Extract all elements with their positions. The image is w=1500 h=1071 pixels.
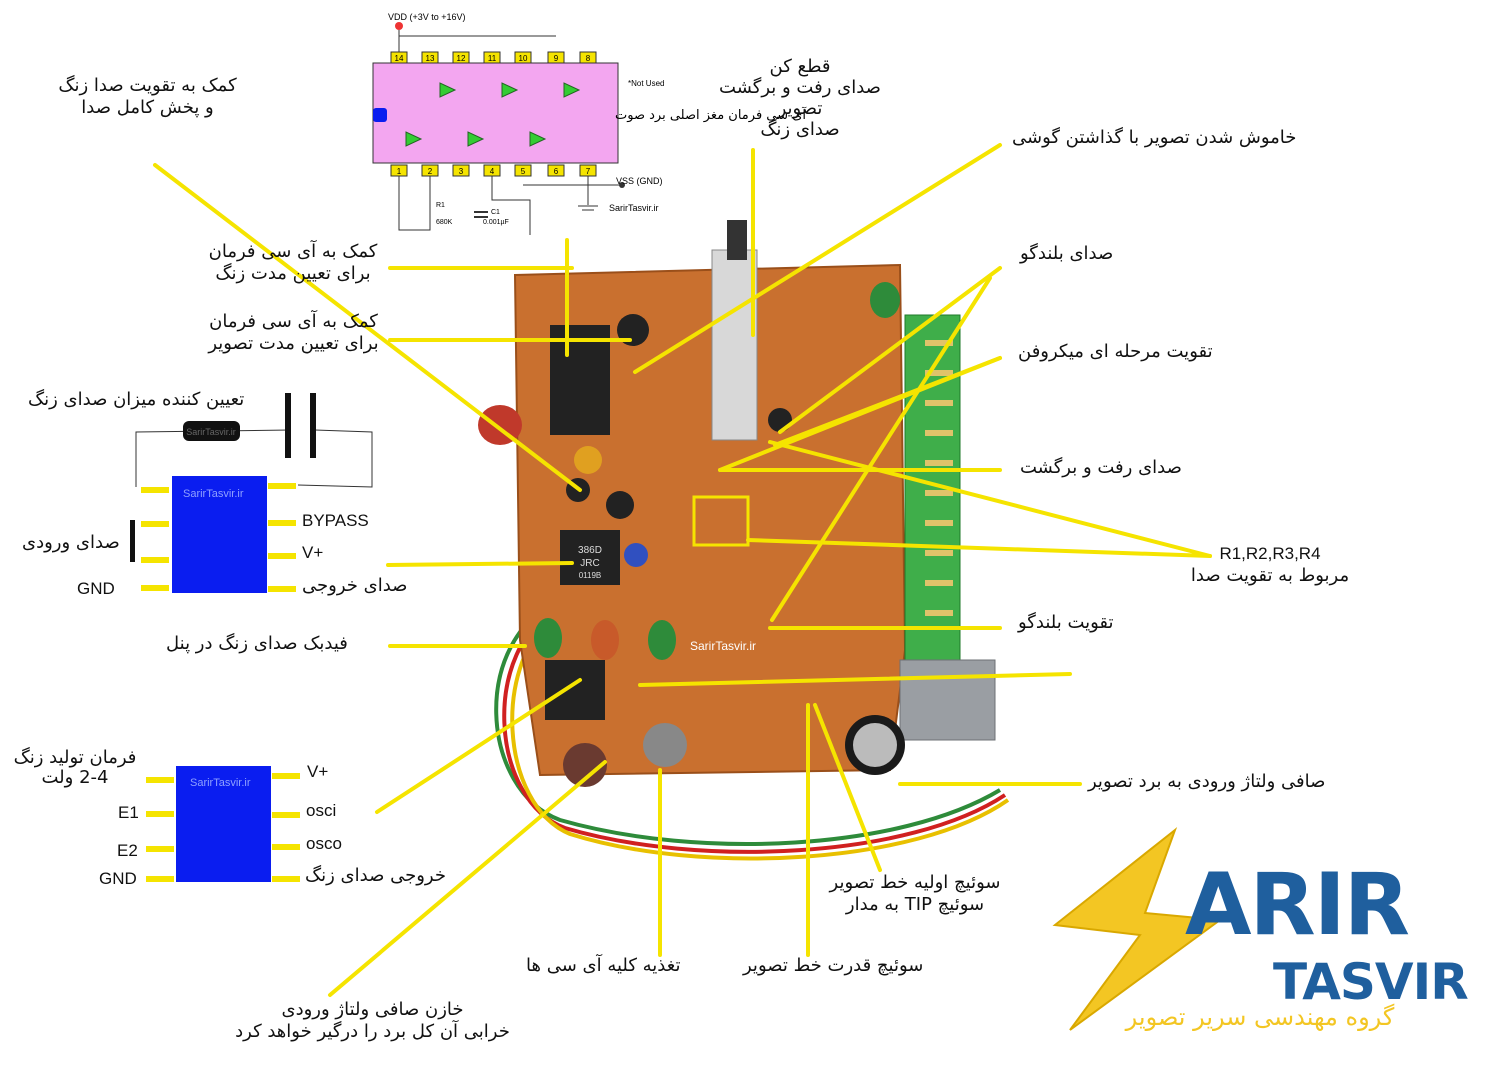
pin-6: 6 — [554, 167, 559, 176]
amp-pin-4 — [141, 585, 169, 591]
amp-pin-2 — [141, 521, 169, 527]
ring-pin-2 — [146, 811, 174, 817]
amp-pin-8 — [268, 483, 296, 489]
ring-osco-label: osco — [306, 834, 342, 853]
ring-gnd-label: GND — [99, 869, 137, 888]
logo-tagline: گروه مهندسی سریر تصویر — [1125, 1003, 1395, 1031]
pin-3: 3 — [459, 167, 464, 176]
ring-ic-watermark: SarirTasvir.ir — [190, 777, 251, 789]
not-used-note: *Not Used — [628, 79, 664, 88]
ic-amp — [560, 530, 620, 585]
logo-line2: TASVIR — [1273, 953, 1469, 1011]
label-ic-supply: تغذیه کلیه آی سی ها — [526, 955, 681, 976]
vdd-label: VDD (+3V to +16V) — [388, 12, 466, 22]
label-duplex-sound: صدای رفت و برگشت — [1020, 457, 1182, 478]
label-speaker-amp: تقویت بلندگو — [1018, 612, 1114, 633]
logo-line1: ARIR — [1185, 855, 1410, 955]
ic-marking-2: JRC — [580, 558, 599, 569]
label-input-filter: صافی ولتاژ ورودی به برد تصویر — [1088, 771, 1326, 792]
label-panel-feedback: فیدبک صدای زنگ در پنل — [166, 633, 348, 654]
r1-label: R1 — [436, 202, 445, 209]
ring-pin-7 — [272, 812, 300, 818]
amp-pin-1 — [141, 487, 169, 493]
sarir-tasvir-logo: ARIR TASVIR گروه مهندسی سریر تصویر — [1045, 825, 1475, 1045]
ring-vplus-label: V+ — [307, 762, 329, 781]
label-mic-stage: تقویت مرحله ای میکروفن — [1018, 341, 1213, 362]
pin-14: 14 — [395, 54, 404, 63]
r1-value: 680K — [436, 219, 453, 226]
pin-13: 13 — [426, 54, 435, 63]
amp-gnd-label: GND — [77, 579, 115, 598]
label-power-switch: سوئیچ قدرت خط تصویر — [743, 955, 924, 976]
ring-output-label: خروجی صدای زنگ — [305, 865, 446, 886]
pin-8: 8 — [586, 54, 591, 63]
pin-2: 2 — [428, 167, 433, 176]
ic-title: آی سی فرمان مغز اصلی برد صوت — [615, 106, 807, 123]
ring-e2-label: E2 — [117, 841, 138, 860]
amp-pin-3 — [141, 557, 169, 563]
pin-9: 9 — [554, 54, 559, 63]
amp-pin-6 — [268, 553, 296, 559]
pin-7: 7 — [586, 167, 591, 176]
ring-pin-4 — [146, 876, 174, 882]
ring-osci-label: osci — [306, 801, 337, 820]
label-ring-volume: تعیین کننده میزان صدای زنگ — [28, 389, 245, 410]
amp-bypass-label: BYPASS — [302, 511, 369, 530]
pin-5: 5 — [521, 167, 526, 176]
amp-pin-7 — [268, 520, 296, 526]
ring-command-line2: 2-4 ولت — [41, 767, 109, 788]
board-watermark: SarirTasvir.ir — [690, 639, 756, 653]
ring-pin-8 — [272, 773, 300, 779]
ic-marking-3: 0119B — [579, 571, 602, 580]
pin-12: 12 — [457, 54, 466, 63]
amp-ic — [172, 476, 267, 593]
ring-pin-3 — [146, 846, 174, 852]
hook-switch — [711, 249, 758, 441]
ic-ring — [545, 660, 605, 720]
ring-e1-label: E1 — [118, 803, 139, 822]
pin-4: 4 — [490, 167, 495, 176]
amp-ic-watermark: SarirTasvir.ir — [183, 488, 244, 500]
amp-input-label: صدای ورودی — [22, 532, 120, 553]
schematic-watermark: SarirTasvir.ir — [609, 203, 659, 213]
pin-11: 11 — [488, 54, 497, 63]
ring-command-line1: فرمان تولید زنگ — [13, 747, 137, 768]
vss-label: VSS (GND) — [616, 176, 663, 186]
ic-main — [550, 325, 610, 435]
amp-vplus-label: V+ — [302, 543, 324, 562]
ring-pin-1 — [146, 777, 174, 783]
ring-pin-6 — [272, 844, 300, 850]
c1-value: 0.001µF — [483, 219, 509, 226]
amp-pin-5 — [268, 586, 296, 592]
ring-pin-5 — [272, 876, 300, 882]
resistor-watermark: SarirTasvir.ir — [186, 427, 236, 437]
ic-marking-1: 386D — [578, 545, 602, 556]
pin-1: 1 — [397, 167, 402, 176]
amp-output-label: صدای خروجی — [302, 575, 408, 596]
label-handset-off: خاموش شدن تصویر با گذاشتن گوشی — [1012, 127, 1297, 148]
pin-10: 10 — [519, 54, 528, 63]
label-speaker-sound: صدای بلندگو — [1020, 243, 1114, 264]
ring-ic — [176, 766, 271, 882]
lightning-bolt-icon — [1052, 827, 1223, 1031]
c1-label: C1 — [491, 209, 500, 216]
